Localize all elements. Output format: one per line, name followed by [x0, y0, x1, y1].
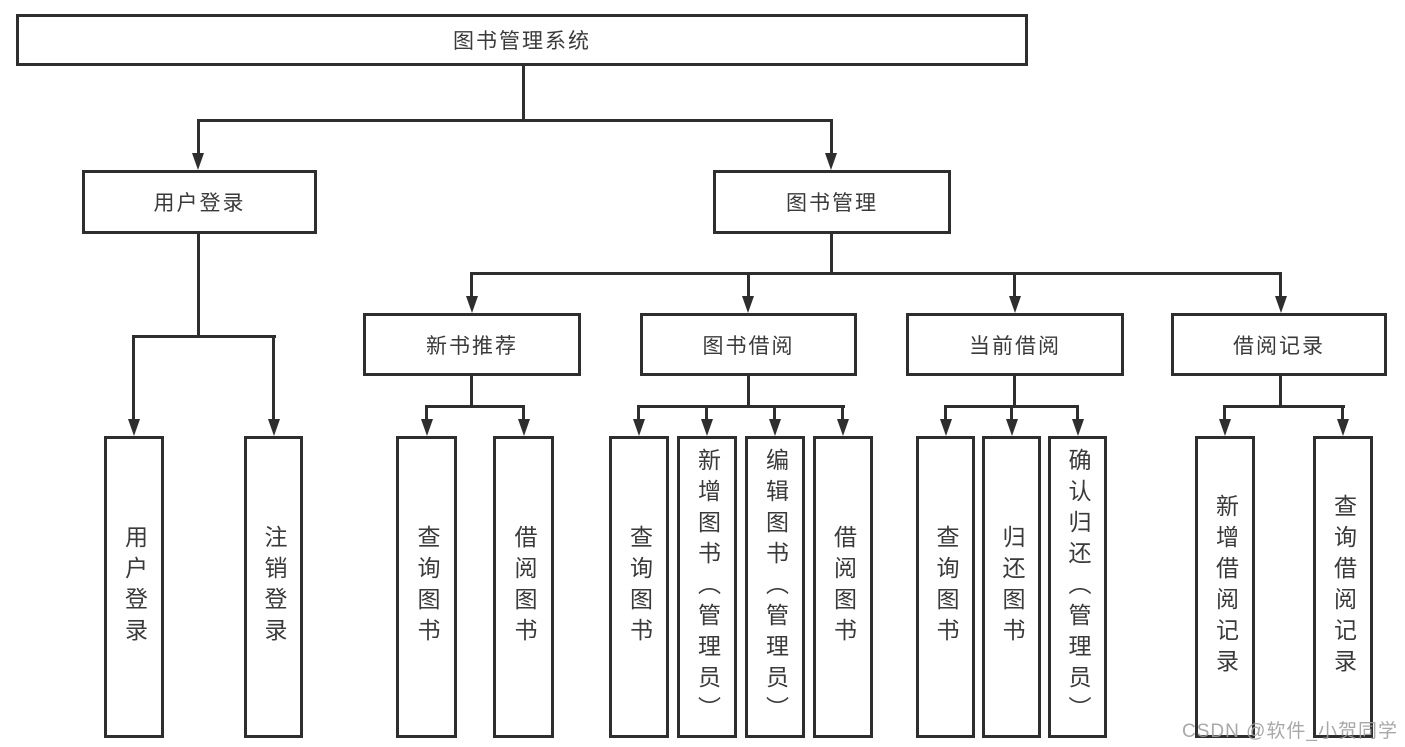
- node-borrow-books-1: 借阅图书: [493, 436, 554, 738]
- node-label: 编辑图书（管理员）: [762, 447, 789, 727]
- connector: [272, 335, 275, 423]
- connector: [1223, 405, 1345, 408]
- connector: [705, 405, 708, 423]
- connector: [470, 272, 473, 300]
- connector: [773, 405, 776, 423]
- connector: [1013, 272, 1016, 300]
- connector: [1279, 376, 1282, 408]
- node-borrow-books-2: 借阅图书: [813, 436, 873, 738]
- node-label: 新增图书（管理员）: [694, 447, 721, 727]
- node-logout: 注销登录: [244, 436, 303, 738]
- node-label: 借阅图书: [511, 525, 537, 649]
- node-user-login: 用户登录: [82, 170, 317, 234]
- connector: [425, 405, 525, 408]
- connector: [197, 234, 200, 338]
- node-new-book-recommendation: 新书推荐: [363, 313, 581, 376]
- node-confirm-return-admin: 确认归还（管理员）: [1048, 436, 1107, 738]
- node-label: 图书管理系统: [453, 30, 591, 53]
- arrowhead-down: [837, 419, 849, 436]
- node-add-borrow-record: 新增借阅记录: [1195, 436, 1255, 738]
- arrowhead-down: [128, 419, 140, 436]
- arrowhead-down: [1337, 419, 1349, 436]
- node-library-management-system: 图书管理系统: [16, 14, 1028, 66]
- connector: [197, 119, 200, 155]
- arrowhead-down: [192, 153, 204, 170]
- node-query-borrow-record: 查询借阅记录: [1313, 436, 1373, 738]
- node-label: 新书推荐: [426, 334, 518, 358]
- connector: [637, 405, 640, 423]
- connector: [944, 405, 947, 423]
- connector: [747, 376, 750, 408]
- arrowhead-down: [518, 419, 530, 436]
- connector: [1279, 272, 1282, 300]
- connector: [747, 272, 750, 300]
- arrowhead-down: [940, 419, 952, 436]
- node-label: 图书借阅: [702, 334, 795, 358]
- connector: [1010, 405, 1013, 423]
- connector: [470, 376, 473, 408]
- node-label: 借阅记录: [1233, 334, 1325, 358]
- connector: [1223, 405, 1226, 423]
- node-label: 借阅图书: [830, 525, 857, 649]
- node-edit-books-admin: 编辑图书（管理员）: [745, 436, 805, 738]
- arrowhead-down: [1219, 419, 1231, 436]
- arrowhead-down: [1275, 296, 1287, 313]
- connector: [1341, 405, 1344, 423]
- arrowhead-down: [825, 153, 837, 170]
- connector: [522, 405, 525, 423]
- arrowhead-down: [633, 419, 645, 436]
- node-book-management: 图书管理: [713, 170, 951, 234]
- node-label: 归还图书: [999, 525, 1025, 649]
- node-label: 确认归还（管理员）: [1065, 447, 1091, 727]
- node-label: 查询图书: [414, 525, 440, 649]
- arrowhead-down: [1009, 296, 1021, 313]
- node-add-books-admin: 新增图书（管理员）: [677, 436, 737, 738]
- node-book-borrowing: 图书借阅: [640, 313, 857, 376]
- node-label: 用户登录: [121, 525, 148, 649]
- node-user-login-leaf: 用户登录: [104, 436, 164, 738]
- connector: [830, 119, 833, 155]
- connector: [132, 335, 276, 338]
- connector: [522, 66, 525, 119]
- connector: [637, 405, 845, 408]
- connector: [425, 405, 428, 423]
- connector: [470, 272, 1282, 275]
- arrowhead-down: [769, 419, 781, 436]
- connector: [1013, 376, 1016, 408]
- node-label: 注销登录: [261, 525, 287, 649]
- node-borrowing-records: 借阅记录: [1171, 313, 1387, 376]
- arrowhead-down: [1072, 419, 1084, 436]
- connector: [197, 119, 833, 122]
- connector: [841, 405, 844, 423]
- node-query-books-2: 查询图书: [609, 436, 669, 738]
- node-label: 图书管理: [786, 192, 878, 215]
- node-query-books-1: 查询图书: [396, 436, 457, 738]
- arrowhead-down: [701, 419, 713, 436]
- connector: [1076, 405, 1079, 423]
- connector: [132, 335, 135, 423]
- arrowhead-down: [421, 419, 433, 436]
- csdn-watermark: CSDN @软件_小贺同学: [1182, 721, 1398, 742]
- node-query-books-3: 查询图书: [916, 436, 975, 738]
- node-label: 用户登录: [153, 192, 246, 215]
- node-current-borrowing: 当前借阅: [906, 313, 1124, 376]
- connector: [830, 234, 833, 275]
- node-label: 查询图书: [933, 525, 959, 649]
- arrowhead-down: [1006, 419, 1018, 436]
- arrowhead-down: [742, 296, 754, 313]
- arrowhead-down: [466, 296, 478, 313]
- arrowhead-down: [268, 419, 280, 436]
- node-return-books: 归还图书: [982, 436, 1041, 738]
- node-label: 查询图书: [626, 525, 653, 649]
- node-label: 查询借阅记录: [1330, 494, 1357, 680]
- node-label: 新增借阅记录: [1212, 494, 1239, 680]
- node-label: 当前借阅: [969, 334, 1061, 358]
